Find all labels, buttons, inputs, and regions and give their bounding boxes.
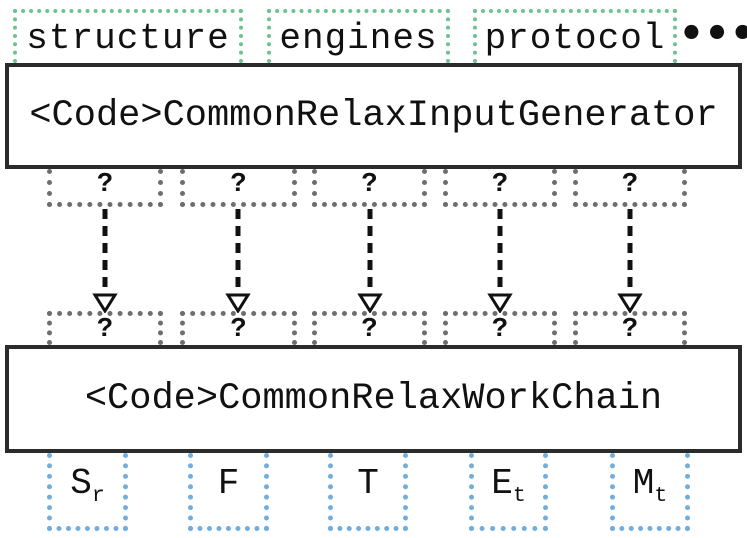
generator-port-5: ? — [573, 169, 687, 207]
dataflow-arrow-3 — [356, 207, 384, 313]
more-inputs-ellipsis-icon: ••• — [679, 11, 747, 57]
generator-port-1: ? — [47, 169, 163, 207]
common-relax-workchain-box: <Code>CommonRelaxWorkChain — [5, 345, 742, 453]
common-relax-input-generator-box: <Code>CommonRelaxInputGenerator — [5, 63, 742, 169]
arrow-down-icon — [487, 209, 513, 313]
unknown-port-label: ? — [96, 315, 114, 345]
arrow-down-icon — [92, 209, 118, 313]
input-box-protocol: protocol — [473, 9, 677, 63]
dataflow-arrow-2 — [224, 207, 252, 313]
output-label: Et — [491, 463, 526, 509]
unknown-port-label: ? — [230, 315, 247, 345]
workchain-port-2: ? — [180, 311, 297, 345]
input-generator-title: <Code>CommonRelaxInputGenerator — [29, 95, 718, 137]
unknown-port-label: ? — [230, 170, 247, 200]
dataflow-arrow-1 — [91, 207, 119, 313]
arrow-down-icon — [357, 209, 383, 313]
input-label-structure: structure — [26, 17, 230, 59]
workchain-port-1: ? — [47, 311, 163, 345]
unknown-port-label: ? — [491, 315, 509, 345]
output-box-t: T — [328, 453, 408, 531]
input-label-protocol: protocol — [484, 17, 666, 59]
unknown-port-label: ? — [96, 170, 114, 200]
output-label: Mt — [632, 463, 668, 509]
output-label: T — [357, 463, 379, 504]
input-box-engines: engines — [267, 9, 450, 63]
input-box-structure: structure — [13, 9, 243, 63]
output-box-m-t: Mt — [610, 453, 690, 531]
unknown-port-label: ? — [361, 170, 378, 200]
ellipsis-glyph: ••• — [678, 11, 747, 57]
workchain-port-5: ? — [573, 311, 687, 345]
unknown-port-label: ? — [621, 315, 639, 345]
dataflow-arrow-5 — [616, 207, 644, 313]
generator-port-3: ? — [312, 169, 427, 207]
output-box-s-r: Sr — [47, 453, 128, 531]
unknown-port-label: ? — [491, 170, 509, 200]
generator-port-4: ? — [443, 169, 557, 207]
unknown-port-label: ? — [621, 170, 639, 200]
output-box-f: F — [188, 453, 269, 531]
arrow-down-icon — [225, 209, 251, 313]
output-box-e-t: Et — [469, 453, 548, 531]
arrow-down-icon — [617, 209, 643, 313]
generator-port-2: ? — [180, 169, 297, 207]
dataflow-arrow-4 — [486, 207, 514, 313]
output-label: Sr — [70, 463, 105, 509]
output-label: F — [217, 463, 240, 504]
input-label-engines: engines — [279, 17, 438, 59]
unknown-port-label: ? — [361, 315, 378, 345]
workchain-port-3: ? — [312, 311, 427, 345]
workchain-title: <Code>CommonRelaxWorkChain — [84, 378, 663, 420]
workchain-port-4: ? — [443, 311, 557, 345]
